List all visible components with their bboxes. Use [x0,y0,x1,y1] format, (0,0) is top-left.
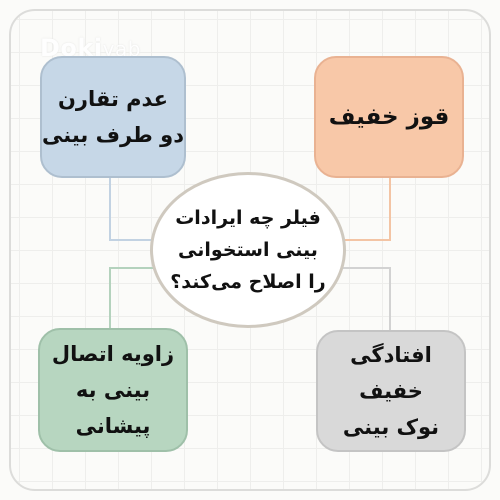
center-question-circle: فیلر چه ایرادات بینی استخوانی را اصلاح م… [150,172,346,328]
connector-top-right [338,178,391,241]
box-top-left-text: عدم تقارن دو طرف بینی [42,87,184,147]
box-bottom-left-text: زاویه اتصال بینی به پیشانی [51,342,175,438]
box-top-right-text: قوز خفیف [328,104,450,130]
box-top-right: قوز خفیف [314,56,464,178]
connector-top-left [109,178,156,241]
box-top-left: عدم تقارن دو طرف بینی [40,56,186,178]
box-bottom-right: افتادگی خفیف نوک بینی [316,330,466,452]
box-bottom-right-text: افتادگی خفیف نوک بینی [342,343,440,439]
box-bottom-left: زاویه اتصال بینی به پیشانی [38,328,188,452]
connector-bottom-left [109,267,160,328]
connector-bottom-right [336,267,391,330]
center-question-text: فیلر چه ایرادات بینی استخوانی را اصلاح م… [170,207,326,293]
